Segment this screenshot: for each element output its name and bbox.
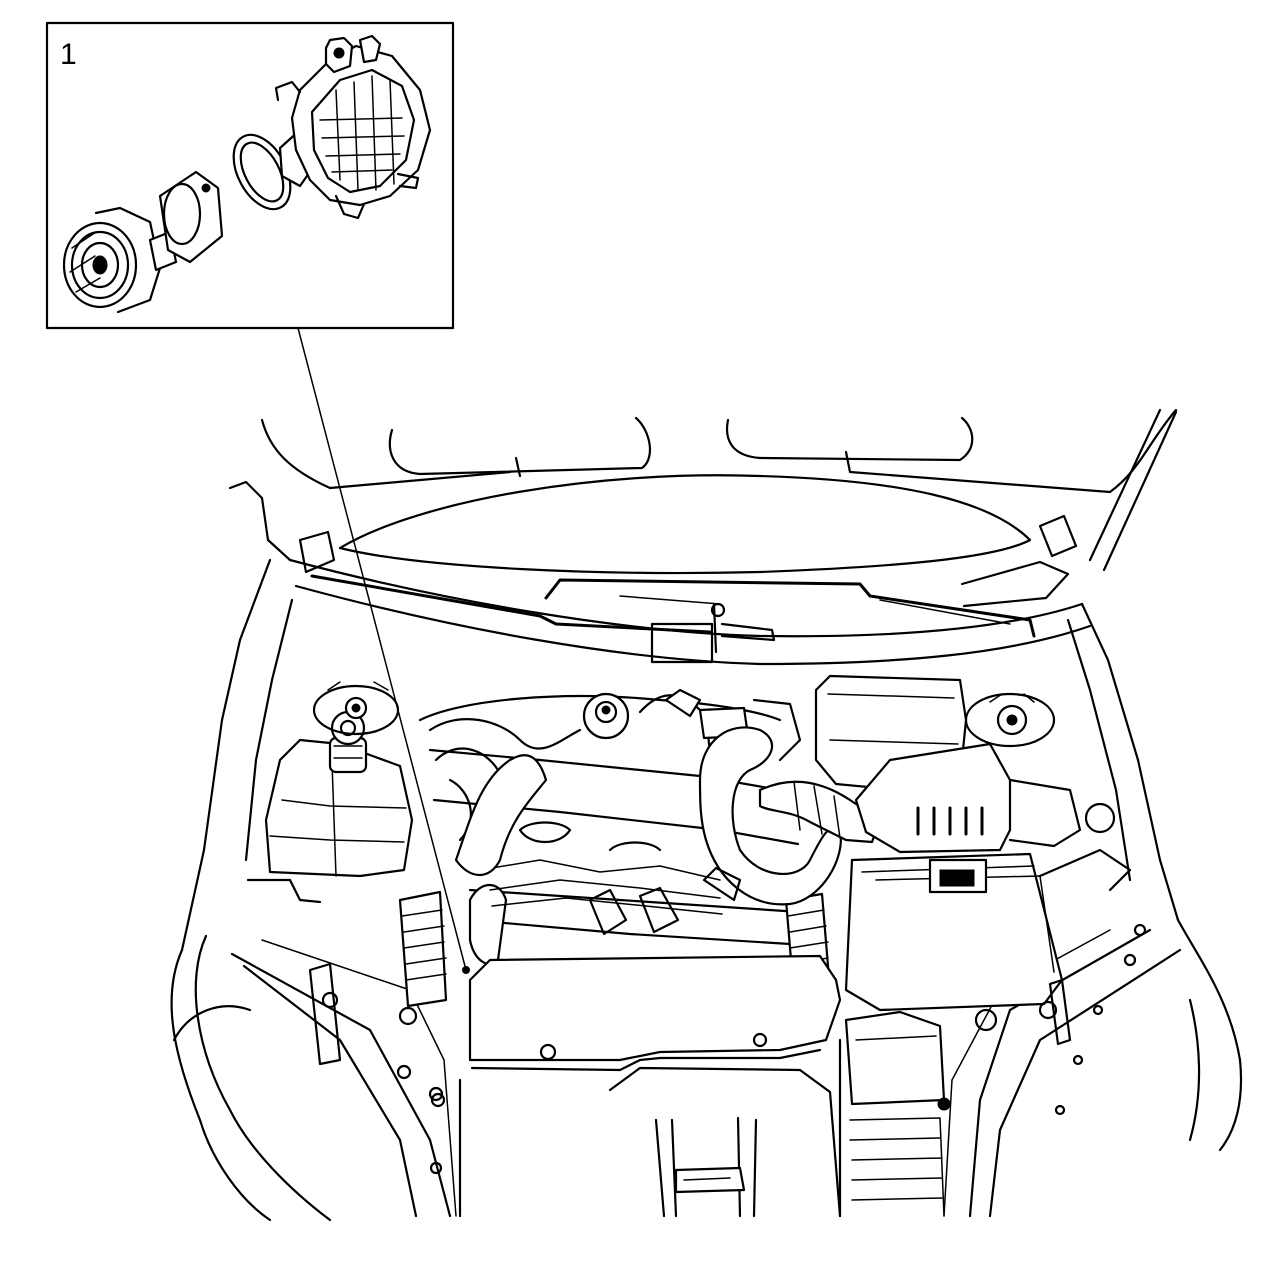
- battery: [844, 848, 1132, 1020]
- hood-latch: [654, 1116, 758, 1218]
- left-strut-mount: [312, 681, 400, 736]
- radiator-hose-right: [698, 726, 842, 906]
- fuse-box: [844, 1010, 951, 1217]
- right-strut-mount: [964, 692, 1056, 748]
- mount-bolts: [308, 962, 1072, 1066]
- left-fender: [170, 558, 457, 1222]
- leader-dot: [462, 966, 470, 974]
- wiper-cowl: [288, 514, 1092, 666]
- coolant-reservoir: [246, 710, 414, 904]
- callout-box: 1: [45, 21, 455, 330]
- engine-bay-icon: [170, 408, 1243, 1222]
- callout-number: 1: [60, 38, 77, 71]
- timing-cover: [428, 954, 842, 1218]
- alternator-icon: [62, 34, 432, 314]
- hood: [228, 408, 1178, 575]
- air-filter-housing: [758, 674, 1116, 854]
- leader-line: [297, 327, 467, 971]
- radiator-hose-left: [454, 754, 548, 876]
